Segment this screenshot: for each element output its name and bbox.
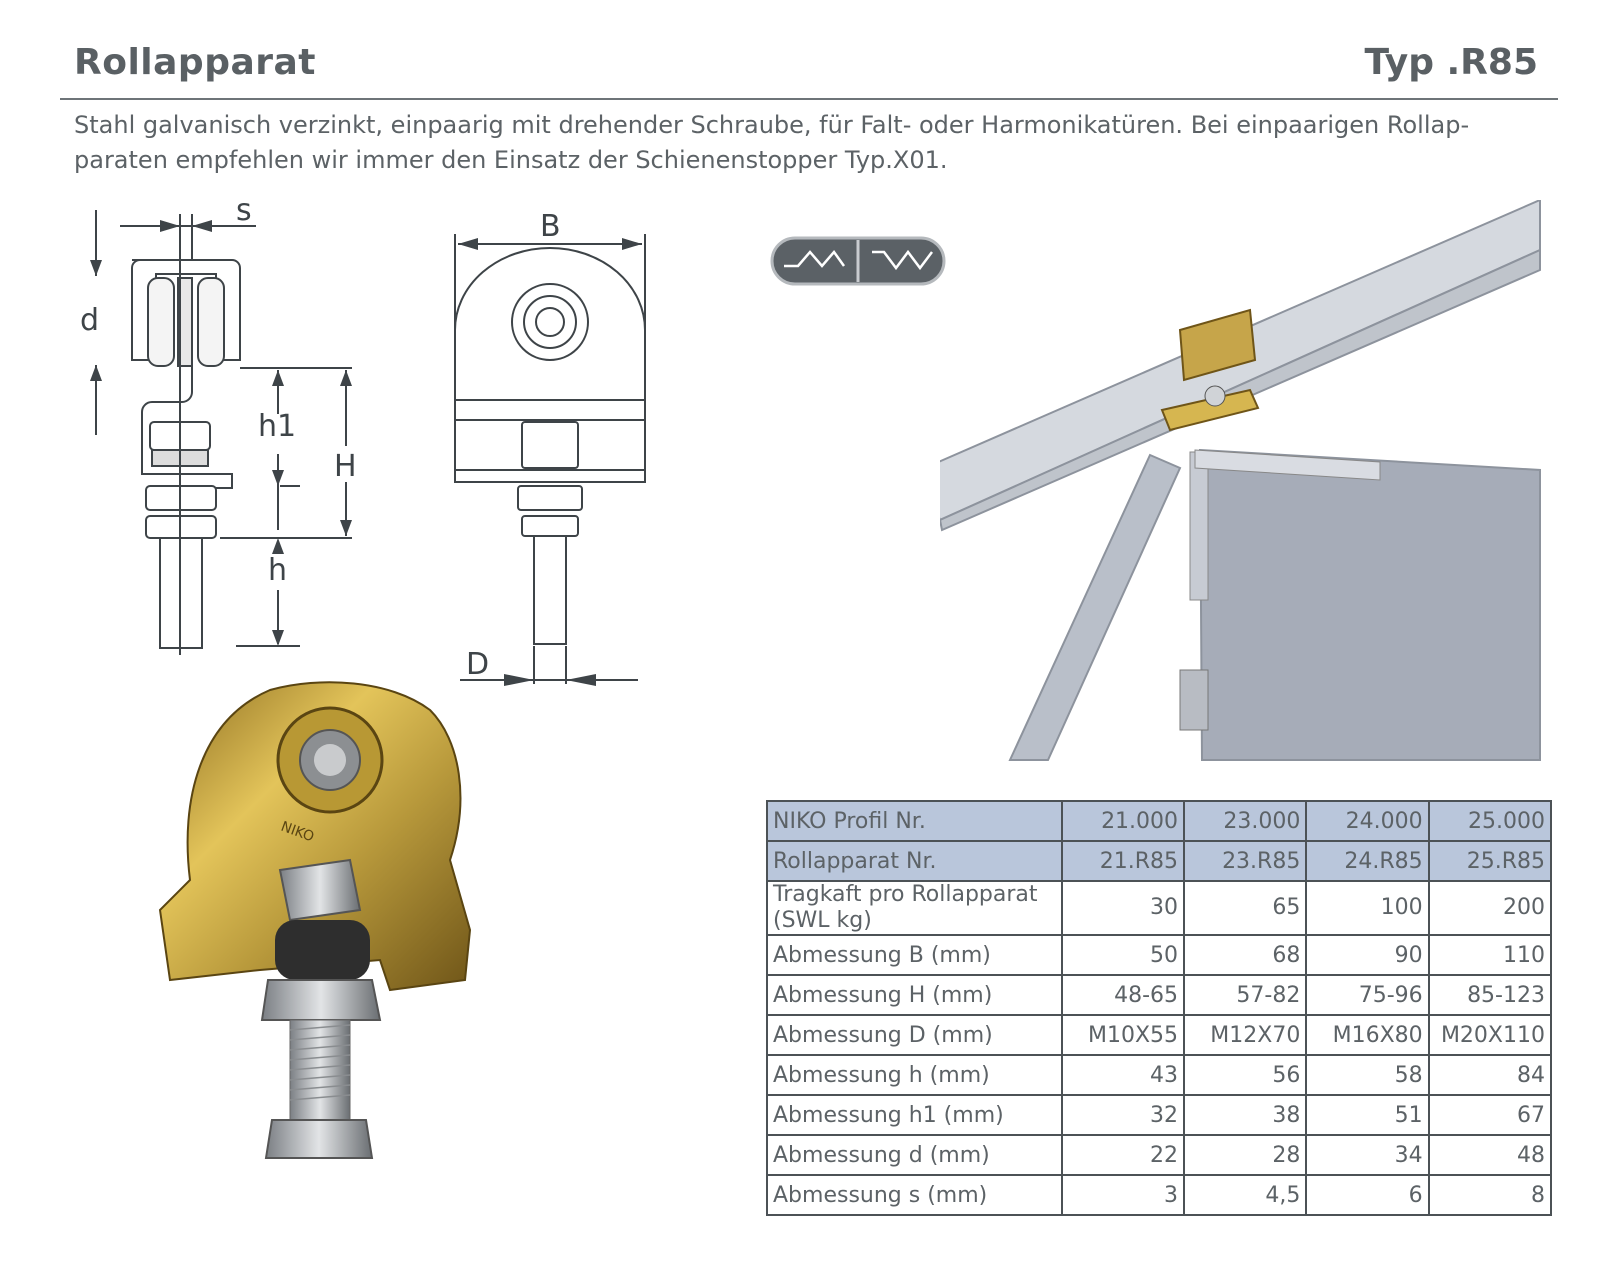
table-cell: 200 [1427,880,1553,936]
table-row-label: Abmessung s (mm) [766,1174,1063,1216]
table-cell: 48-65 [1060,974,1186,1016]
page-title: Rollapparat [74,42,317,83]
table-cell: M16X80 [1305,1014,1430,1056]
table-cell: 21.R85 [1060,840,1186,882]
table-row-label: Abmessung h (mm) [766,1054,1063,1096]
table-cell: 51 [1305,1094,1430,1136]
table-cell: 58 [1305,1054,1430,1096]
table-row: Abmessung s (mm) 3 4,5 6 8 [766,1174,1553,1216]
table-cell: 30 [1060,880,1186,936]
table-cell: 25.000 [1427,800,1553,842]
table-cell: 48 [1427,1134,1553,1176]
table-cell: 67 [1427,1094,1553,1136]
table-row-label: Abmessung d (mm) [766,1134,1063,1176]
table-cell: 56 [1183,1054,1308,1096]
table-cell: 100 [1305,880,1430,936]
dim-label-h: h [268,553,287,588]
table-row-label: Abmessung H (mm) [766,974,1063,1016]
table-cell: 32 [1060,1094,1186,1136]
table-cell: 24.000 [1305,800,1430,842]
table-cell: 84 [1427,1054,1553,1096]
table-cell: 57-82 [1183,974,1308,1016]
table-row-label: Abmessung B (mm) [766,934,1063,976]
table-cell: 23.R85 [1183,840,1308,882]
table-cell: 43 [1060,1054,1186,1096]
header-divider [60,98,1558,100]
table-cell: 28 [1183,1134,1308,1176]
table-cell: 25.R85 [1427,840,1553,882]
table-cell: 90 [1305,934,1430,976]
table-cell: 6 [1305,1174,1430,1216]
table-cell: 4,5 [1183,1174,1308,1216]
table-cell: 21.000 [1060,800,1186,842]
table-row: Abmessung h1 (mm) 32 38 51 67 [766,1094,1553,1136]
table-row-profile: NIKO Profil Nr. 21.000 23.000 24.000 25.… [766,800,1553,842]
table-cell: 34 [1305,1134,1430,1176]
table-row-label: NIKO Profil Nr. [766,800,1063,842]
table-row-tragkraft: Tragkaft pro Rollapparat (SWL kg) 30 65 … [766,880,1553,936]
table-cell: 68 [1183,934,1308,976]
installation-photo [940,200,1560,765]
table-cell: 3 [1060,1174,1186,1216]
table-row-label: Tragkaft pro Rollapparat (SWL kg) [766,880,1063,936]
table-cell: M20X110 [1427,1014,1553,1056]
table-row: Abmessung H (mm) 48-65 57-82 75-96 85-12… [766,974,1553,1016]
dim-label-d: d [80,303,99,338]
table-row-label: Abmessung h1 (mm) [766,1094,1063,1136]
table-cell: 22 [1060,1134,1186,1176]
table-row: Abmessung B (mm) 50 68 90 110 [766,934,1553,976]
table-cell: 8 [1427,1174,1553,1216]
dim-label-s: s [236,200,252,228]
type-label: Typ .R85 [1364,42,1538,83]
table-cell: 50 [1060,934,1186,976]
spec-table: NIKO Profil Nr. 21.000 23.000 24.000 25.… [766,800,1553,1216]
table-cell: 65 [1183,880,1308,936]
table-cell: 24.R85 [1305,840,1430,882]
table-cell: 23.000 [1183,800,1308,842]
table-cell: 75-96 [1305,974,1430,1016]
table-row: Abmessung h (mm) 43 56 58 84 [766,1054,1553,1096]
table-row-rollapparat: Rollapparat Nr. 21.R85 23.R85 24.R85 25.… [766,840,1553,882]
dim-label-D: D [466,647,489,682]
table-cell: M10X55 [1060,1014,1186,1056]
intro-text: Stahl galvanisch verzinkt, einpaarig mit… [74,111,1470,174]
roller-photo: NIKO [158,681,472,1159]
table-row-label: Rollapparat Nr. [766,840,1063,882]
table-row: Abmessung d (mm) 22 28 34 48 [766,1134,1553,1176]
table-cell: 38 [1183,1094,1308,1136]
dim-label-B: B [540,209,561,244]
table-row-label: Abmessung D (mm) [766,1014,1063,1056]
dim-label-H: H [334,449,357,484]
dim-label-h1: h1 [258,409,296,444]
table-cell: 110 [1427,934,1553,976]
table-cell: 85-123 [1427,974,1553,1016]
table-row: Abmessung D (mm) M10X55 M12X70 M16X80 M2… [766,1014,1553,1056]
table-cell: M12X70 [1183,1014,1308,1056]
rail-profile-icon [770,236,946,286]
technical-drawing: s d h1 H h B D [80,200,646,686]
